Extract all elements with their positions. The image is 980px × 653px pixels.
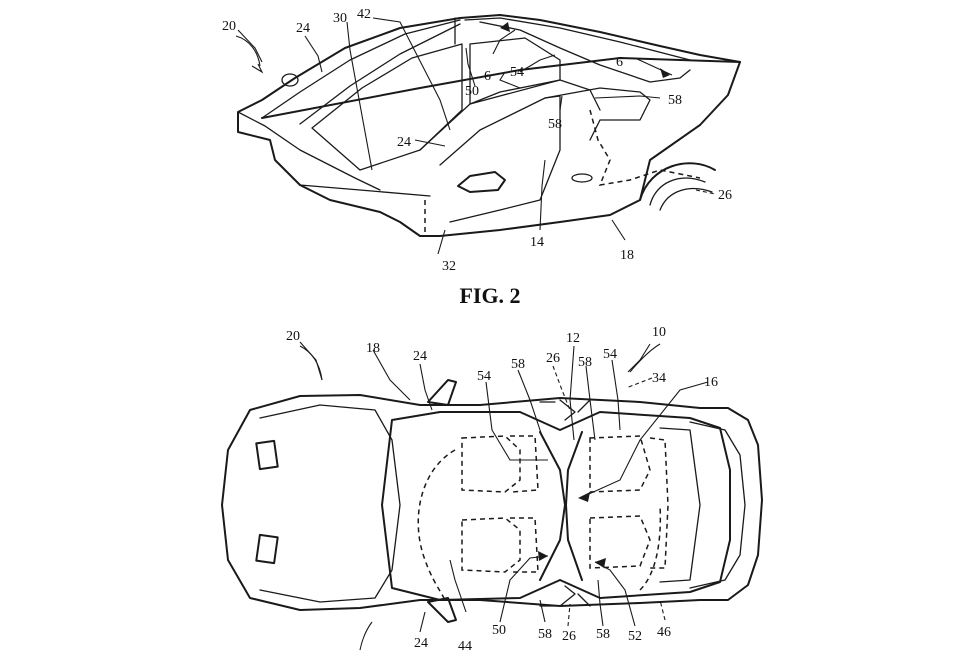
side-a-pillar: [299, 23, 461, 125]
arrow-20-top: [299, 345, 323, 381]
side-body-outline: [237, 14, 741, 237]
side-view-numerals: 20 24 30 42 6 54 50 6 58 58 24 26 32 14 …: [222, 7, 732, 274]
top-rear-opening-arc: [639, 504, 662, 591]
top-hood: [259, 404, 401, 603]
arrow-10-top: [629, 343, 661, 373]
top-front-opening-arc: [417, 449, 456, 601]
side-front-door: [439, 95, 561, 223]
arrow-bottom: [359, 621, 373, 651]
top-rear-glass: [659, 427, 701, 583]
top-door-edge-lower: [559, 585, 591, 607]
side-roof-rail: [464, 17, 691, 61]
side-opening-frame: [419, 79, 601, 151]
ref-32-side: 32: [442, 259, 456, 274]
ref-24-top-b: 24: [414, 636, 428, 651]
ref-30-side: 30: [333, 11, 347, 26]
ref-54-side: 54: [510, 65, 524, 80]
top-front-seatback-right: [510, 517, 539, 573]
ref-6-side-b: 6: [484, 69, 491, 84]
ref-34-top: 34: [652, 371, 666, 386]
top-front-seat-right: [461, 517, 521, 573]
side-roof-panel: [479, 21, 691, 83]
ref-50-top: 50: [492, 623, 506, 638]
ref-58-top-c: 58: [538, 627, 552, 642]
vehicle-side-view: [237, 14, 741, 237]
top-headlamp-upper: [255, 439, 279, 471]
top-trunk: [689, 421, 746, 589]
ref-50-side: 50: [465, 84, 479, 99]
top-rear-bench: [649, 437, 669, 569]
top-front-seatback-left: [510, 435, 539, 493]
arrow-20-side: [235, 35, 261, 67]
top-rear-seat-left: [589, 435, 651, 493]
ref-20-side: 20: [222, 19, 236, 34]
top-rear-seat-right: [589, 515, 651, 569]
side-windshield: [261, 19, 461, 119]
side-front-handle: [571, 173, 593, 183]
top-front-seat-left: [461, 435, 521, 493]
top-mirror-upper: [427, 379, 457, 406]
vehicle-top-view: [221, 379, 763, 623]
ref-12-top: 12: [566, 331, 580, 346]
side-mirror: [457, 171, 506, 193]
side-front-window: [311, 43, 463, 171]
top-view-numerals: 20 18 24 54 58 26 12 58 54 10 34 16 24 4…: [286, 325, 718, 653]
top-headlamp-lower: [255, 533, 279, 565]
ref-58-side-a: 58: [668, 93, 682, 108]
top-cabin-outline: [381, 411, 731, 601]
top-body-outline: [221, 394, 763, 611]
side-belt-line: [261, 57, 741, 119]
top-view-leaders: [299, 341, 709, 633]
ref-16-top: 16: [704, 375, 718, 390]
ref-24-side-b: 24: [397, 135, 411, 150]
ref-46-top: 46: [657, 625, 671, 640]
top-door-edge-upper: [559, 399, 591, 421]
top-center-pillar-b: [565, 431, 583, 581]
side-rear-door-dashed: [589, 109, 701, 186]
ref-44-top: 44: [458, 639, 472, 653]
ref-58-top-a: 58: [511, 357, 525, 372]
side-view-leaders: [237, 17, 716, 255]
ref-14-side: 14: [530, 235, 544, 250]
side-rear-wheel-arch: [639, 162, 716, 201]
ref-24-side-a: 24: [296, 21, 310, 36]
side-rear-wheel: [649, 177, 713, 211]
ref-18-top: 18: [366, 341, 380, 356]
ref-24-top-a: 24: [413, 349, 427, 364]
ref-10-top: 10: [652, 325, 666, 340]
figure-caption: FIG. 2: [459, 283, 520, 308]
ref-58-top-b: 58: [578, 355, 592, 370]
ref-6-side-a: 6: [616, 55, 623, 70]
ref-58-top-d: 58: [596, 627, 610, 642]
side-rear-door: [544, 87, 651, 141]
ref-18-side: 18: [620, 248, 634, 263]
side-pillar-handle: [281, 73, 299, 87]
ref-54-top-a: 54: [477, 369, 491, 384]
reference-arrows: [235, 35, 661, 651]
ref-26-top-a: 26: [546, 351, 560, 366]
ref-58-side-b: 58: [548, 117, 562, 132]
ref-54-top-b: 54: [603, 347, 617, 362]
side-lower-sill: [299, 184, 431, 197]
ref-26-side: 26: [718, 188, 732, 203]
top-mirror-lower: [427, 597, 457, 623]
ref-52-top: 52: [628, 629, 642, 644]
ref-26-top-b: 26: [562, 629, 576, 644]
ref-42-side: 42: [357, 7, 371, 22]
side-hood: [237, 111, 381, 191]
ref-20-top: 20: [286, 329, 300, 344]
